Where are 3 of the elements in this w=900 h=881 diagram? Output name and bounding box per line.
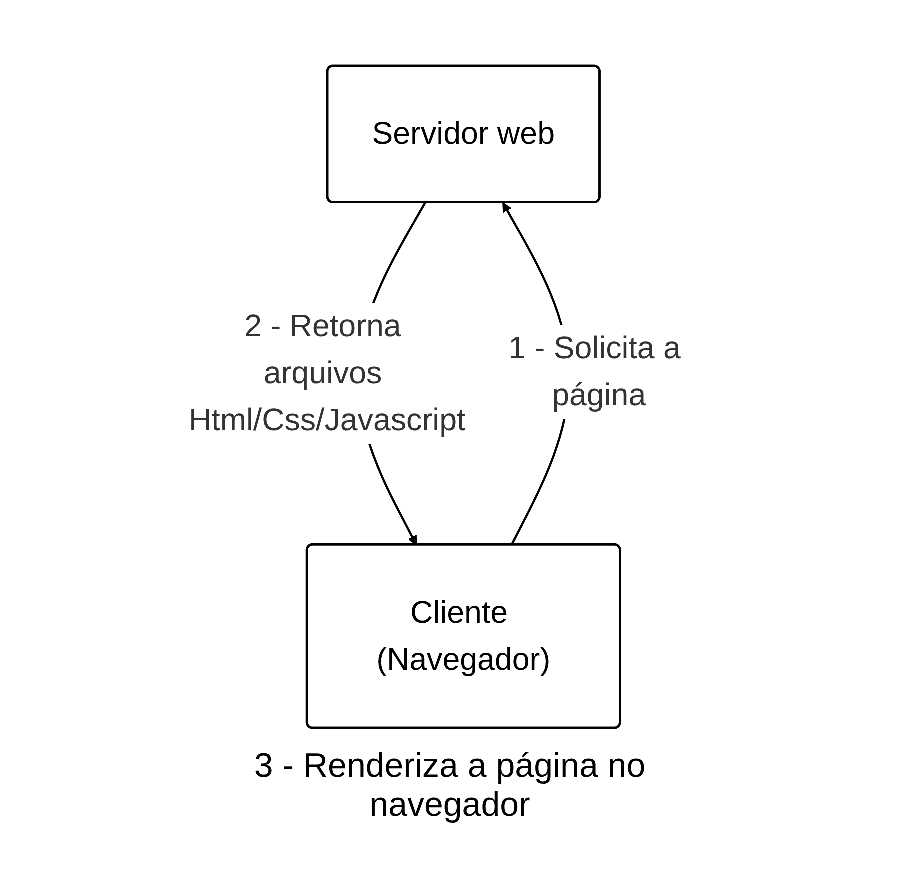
edge-label: 2 - Retorna arquivos Html/Css/Javascript (189, 308, 466, 437)
node-caption: 3 - Renderiza a página no navegador (253, 746, 647, 824)
edge-label: 1 - Solicita a página (508, 330, 681, 412)
